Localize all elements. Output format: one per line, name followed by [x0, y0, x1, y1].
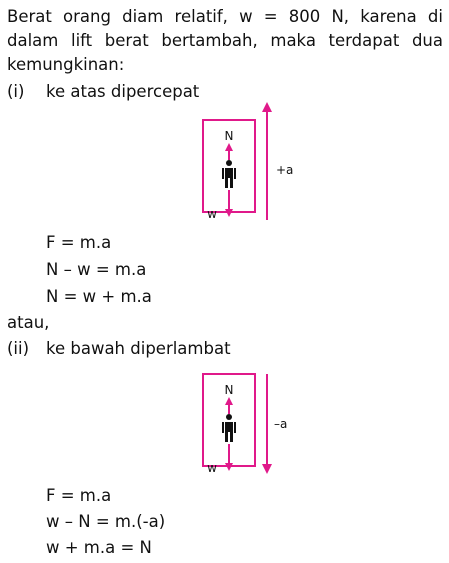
case2-number: (ii): [7, 339, 30, 358]
weight-arrowhead: [225, 463, 233, 471]
weight-arrowhead: [225, 209, 233, 217]
intro-paragraph: Berat orang diam relatif, w = 800 N, kar…: [7, 7, 443, 74]
connector-text: atau,: [7, 313, 50, 332]
case1-number: (i): [7, 82, 25, 101]
normal-force-arrowhead: [225, 397, 233, 405]
case1-equation-3: N = w + m.a: [46, 287, 152, 306]
case2-equation-3: w + m.a = N: [46, 538, 152, 557]
case1-diagram: N w +a: [198, 102, 294, 224]
acceleration-arrowhead: [262, 102, 272, 112]
normal-force-label: N: [225, 383, 234, 397]
case1-equation-1: F = m.a: [46, 233, 112, 252]
case2-diagram: N w –a: [198, 356, 294, 482]
acceleration-label: +a: [276, 163, 293, 177]
weight-label: w: [207, 207, 217, 221]
weight-label: w: [207, 461, 217, 475]
case1-title: ke atas dipercepat: [46, 82, 200, 101]
normal-force-label: N: [225, 129, 234, 143]
person-icon: [222, 160, 236, 188]
case1-equation-2: N – w = m.a: [46, 260, 147, 279]
person-icon: [222, 414, 236, 442]
lift-diagram-up: N w +a: [202, 102, 293, 221]
case2-title: ke bawah diperlambat: [46, 339, 231, 358]
lift-diagram-down: N w –a: [202, 373, 287, 475]
normal-force-arrowhead: [225, 143, 233, 151]
acceleration-arrowhead: [262, 464, 272, 474]
acceleration-label: –a: [274, 417, 287, 431]
case2-equation-1: F = m.a: [46, 486, 112, 505]
case2-equation-2: w – N = m.(-a): [46, 512, 166, 531]
